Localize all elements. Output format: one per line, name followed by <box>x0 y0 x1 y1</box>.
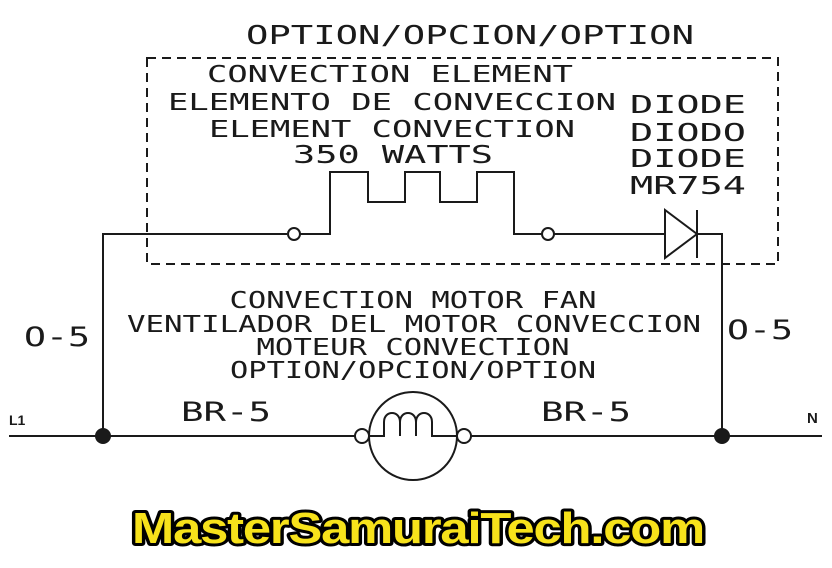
motor-label-fr: MOTEUR CONVECTION <box>257 335 570 361</box>
terminal-n-label: N <box>807 410 818 427</box>
left-horizontal-wire-code: BR-5 <box>181 397 271 428</box>
diode-symbol <box>664 208 699 260</box>
convection-element-label-en: CONVECTION ELEMENT <box>207 62 573 88</box>
right-vertical-wire <box>697 233 723 436</box>
motor-terminal-left <box>354 428 370 444</box>
motor-label-es: VENTILADOR DEL MOTOR CONVECCION <box>127 312 701 338</box>
diode-label-es: DIODO <box>630 118 746 147</box>
right-horizontal-wire-code: BR-5 <box>541 397 631 428</box>
junction-dot-right <box>714 428 730 444</box>
convection-element-label-fr: ELEMENT CONVECTION <box>209 117 575 143</box>
left-vertical-wire <box>102 233 287 436</box>
convection-element-symbol <box>300 171 542 235</box>
watermark-logo: MasterSamuraiTech.com <box>132 504 704 553</box>
option-dashed-box <box>146 57 779 265</box>
convection-element-wattage: 350 WATTS <box>293 140 493 169</box>
motor-label-en: CONVECTION MOTOR FAN <box>230 288 597 314</box>
junction-dot-left <box>95 428 111 444</box>
diode-label-fr: DIODE <box>630 144 746 173</box>
element-terminal-left <box>287 227 301 241</box>
option-header-label: OPTION/OPCION/OPTION <box>246 21 694 51</box>
motor-terminal-right <box>456 428 472 444</box>
diode-label-en: DIODE <box>630 90 746 119</box>
terminal-l1-label: L1 <box>9 412 26 428</box>
motor-option-label: OPTION/OPCION/OPTION <box>230 358 596 384</box>
convection-element-label-es: ELEMENTO DE CONVECCION <box>168 90 616 116</box>
element-terminal-right <box>541 227 555 241</box>
motor-winding-symbol <box>369 412 457 437</box>
left-vertical-wire-code: O-5 <box>24 322 90 353</box>
diode-part-number: MR754 <box>630 171 746 200</box>
right-vertical-wire-code: O-5 <box>727 315 793 346</box>
